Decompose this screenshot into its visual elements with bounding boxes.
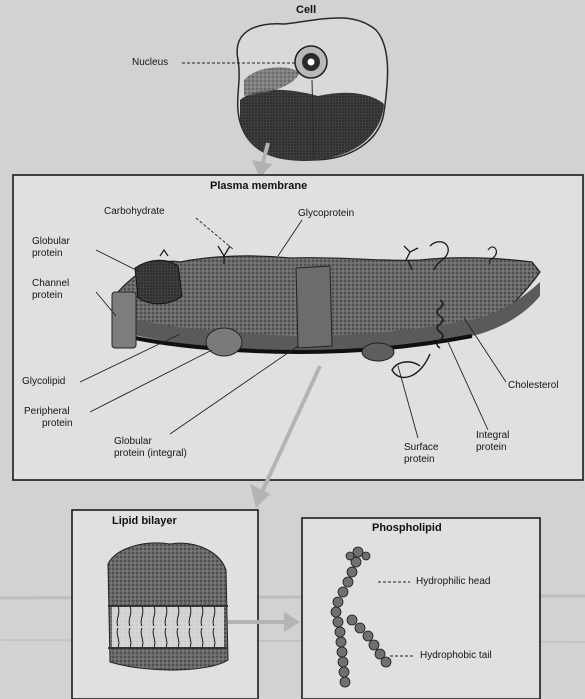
lipid-bilayer-title: Lipid bilayer xyxy=(112,515,177,527)
nucleus-label: Nucleus xyxy=(132,57,168,69)
surface-protein-line-1: Surface xyxy=(404,442,438,454)
peripheral-protein-line-1: Peripheral xyxy=(24,406,73,418)
integral-protein-line-2: protein xyxy=(476,442,509,454)
globular-protein-integral-line-2: protein (integral) xyxy=(114,448,187,460)
carbohydrate-label: Carbohydrate xyxy=(104,206,165,218)
phospholipid-title: Phospholipid xyxy=(372,522,442,534)
cell-title: Cell xyxy=(296,4,316,16)
globular-protein-line-2: protein xyxy=(32,248,70,260)
globular-protein-integral-label: Globular protein (integral) xyxy=(114,436,187,460)
surface-protein-line-2: protein xyxy=(404,454,438,466)
globular-protein-integral-line-1: Globular xyxy=(114,436,187,448)
channel-protein-line-1: Channel xyxy=(32,278,69,290)
glycoprotein-label: Glycoprotein xyxy=(298,208,354,220)
hydrophilic-head-label: Hydrophilic head xyxy=(416,576,491,588)
peripheral-protein-line-2: protein xyxy=(24,418,73,430)
glycolipid-label: Glycolipid xyxy=(22,376,65,388)
integral-protein-line-1: Integral xyxy=(476,430,509,442)
channel-protein-label: Channel protein xyxy=(32,278,69,302)
hydrophobic-tail-label: Hydrophobic tail xyxy=(420,650,492,662)
cholesterol-label: Cholesterol xyxy=(508,380,559,392)
surface-protein-label: Surface protein xyxy=(404,442,438,466)
nucleus xyxy=(295,46,327,78)
channel-protein-line-2: protein xyxy=(32,290,69,302)
plasma-membrane-title: Plasma membrane xyxy=(210,180,307,192)
globular-protein-label: Globular protein xyxy=(32,236,70,260)
cell-illustration xyxy=(237,18,387,160)
peripheral-protein-label: Peripheral protein xyxy=(24,406,73,430)
globular-protein-line-1: Globular xyxy=(32,236,70,248)
lipid-bilayer-illustration xyxy=(108,543,228,670)
integral-protein-label: Integral protein xyxy=(476,430,509,454)
